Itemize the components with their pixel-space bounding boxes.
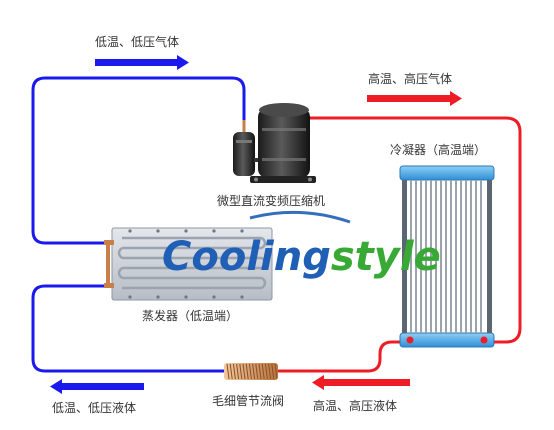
label-high-liquid: 高温、高压液体 <box>313 398 397 413</box>
low-pressure-gas-pipe <box>31 76 246 245</box>
svg-text:Coolingstyle: Coolingstyle <box>162 234 441 280</box>
arrow-high-gas <box>367 91 462 106</box>
logo-text-cooling: Cooling <box>162 234 331 280</box>
label-low-liquid: 低温、低压液体 <box>52 400 136 415</box>
label-condenser: 冷凝器（高温端） <box>390 142 486 157</box>
label-low-gas: 低温、低压气体 <box>95 34 179 49</box>
arrow-low-gas <box>95 55 189 70</box>
logo-text-style: style <box>331 234 441 280</box>
condenser-icon <box>399 165 495 348</box>
coolingstyle-logo: Coolingstyle <box>162 210 441 280</box>
high-pressure-gas-pipe <box>305 116 522 344</box>
arrow-low-liquid <box>50 379 144 394</box>
compressor-icon <box>233 103 316 183</box>
high-pressure-liquid-pipe <box>278 340 410 373</box>
label-evaporator: 蒸发器（低温端） <box>142 308 238 323</box>
label-capillary: 毛细管节流阀 <box>212 393 284 408</box>
arrow-high-liquid <box>312 375 410 390</box>
evaporator-icon <box>104 227 273 301</box>
label-high-gas: 高温、高压气体 <box>368 71 452 86</box>
capillary-coil-icon <box>224 363 278 380</box>
low-pressure-liquid-pipe <box>31 284 225 373</box>
label-compressor: 微型直流变频压缩机 <box>217 193 325 208</box>
